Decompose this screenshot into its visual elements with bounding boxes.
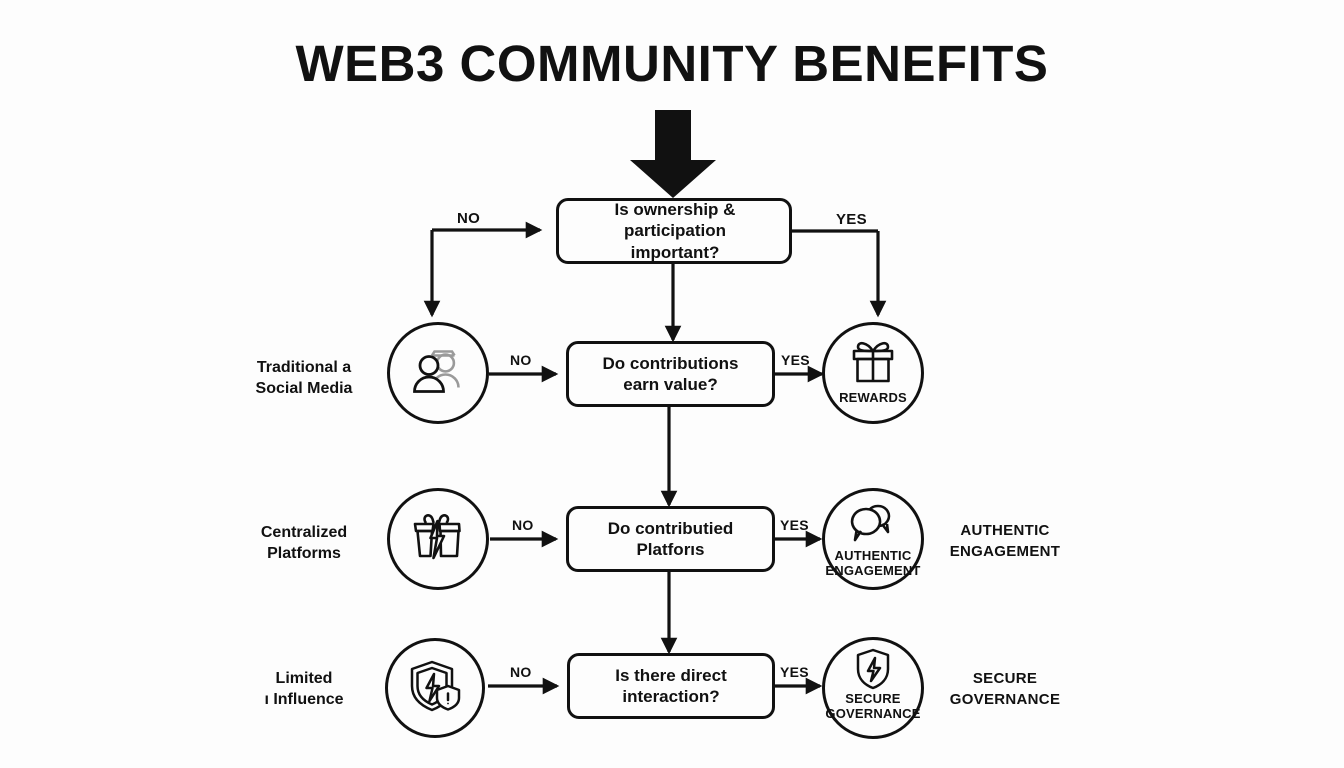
decision-text: Do contributions earn value?	[602, 353, 739, 394]
edge-label-q2-no: NO	[510, 352, 532, 368]
node-label: AUTHENTIC ENGAGEMENT	[825, 548, 921, 578]
gift-icon	[850, 341, 896, 388]
decision-box-contributions[interactable]: Do contributions earn value?	[566, 341, 775, 407]
node-limited-influence[interactable]	[385, 638, 485, 738]
decision-box-interaction[interactable]: Is there direct interaction?	[567, 653, 775, 719]
edge-label-q1-no: NO	[457, 210, 481, 227]
broken-gift-icon	[411, 511, 465, 568]
shield-bolt-small-icon	[855, 648, 891, 695]
side-label-centralized: Centralized Platforms	[260, 524, 348, 563]
decision-text: Do contributied Platforıs	[607, 518, 734, 559]
outcome-label-governance: SECURE GOVERNANCE	[949, 670, 1061, 708]
entry-arrow-shape	[630, 110, 716, 198]
shield-bolt-icon	[408, 659, 462, 718]
node-rewards[interactable]: REWARDS	[822, 322, 924, 424]
decision-text: Is ownership & participation important?	[614, 199, 736, 262]
node-label: REWARDS	[839, 389, 907, 405]
edge-label-q3-no: NO	[512, 517, 534, 533]
node-label: SECURE GOVERNANCE	[825, 691, 921, 721]
edge-label-q3-yes: YES	[780, 517, 809, 533]
speech-bubbles-icon	[849, 501, 897, 548]
node-traditional-social-media[interactable]	[387, 322, 489, 424]
node-centralized-platforms[interactable]	[387, 488, 489, 590]
decision-text: Is there direct interaction?	[615, 665, 727, 706]
decision-box-platforms[interactable]: Do contributied Platforıs	[566, 506, 775, 572]
page-title: WEB3 COMMUNITY BENEFITS	[295, 35, 1049, 92]
edge-label-q4-no: NO	[510, 664, 532, 680]
decision-box-ownership[interactable]: Is ownership & participation important?	[556, 198, 792, 264]
side-label-limited: Limited ı Influence	[264, 670, 344, 709]
node-authentic-engagement[interactable]: AUTHENTIC ENGAGEMENT	[822, 488, 924, 590]
edge-label-q4-yes: YES	[780, 664, 809, 680]
side-label-traditional: Traditional a Social Media	[255, 359, 353, 398]
edge-label-q2-yes: YES	[781, 352, 810, 368]
users-icon	[410, 346, 466, 401]
edge-label-q1-yes: YES	[836, 211, 867, 228]
outcome-label-engagement: AUTHENTIC ENGAGEMENT	[949, 522, 1061, 560]
node-secure-governance[interactable]: SECURE GOVERNANCE	[822, 637, 924, 739]
